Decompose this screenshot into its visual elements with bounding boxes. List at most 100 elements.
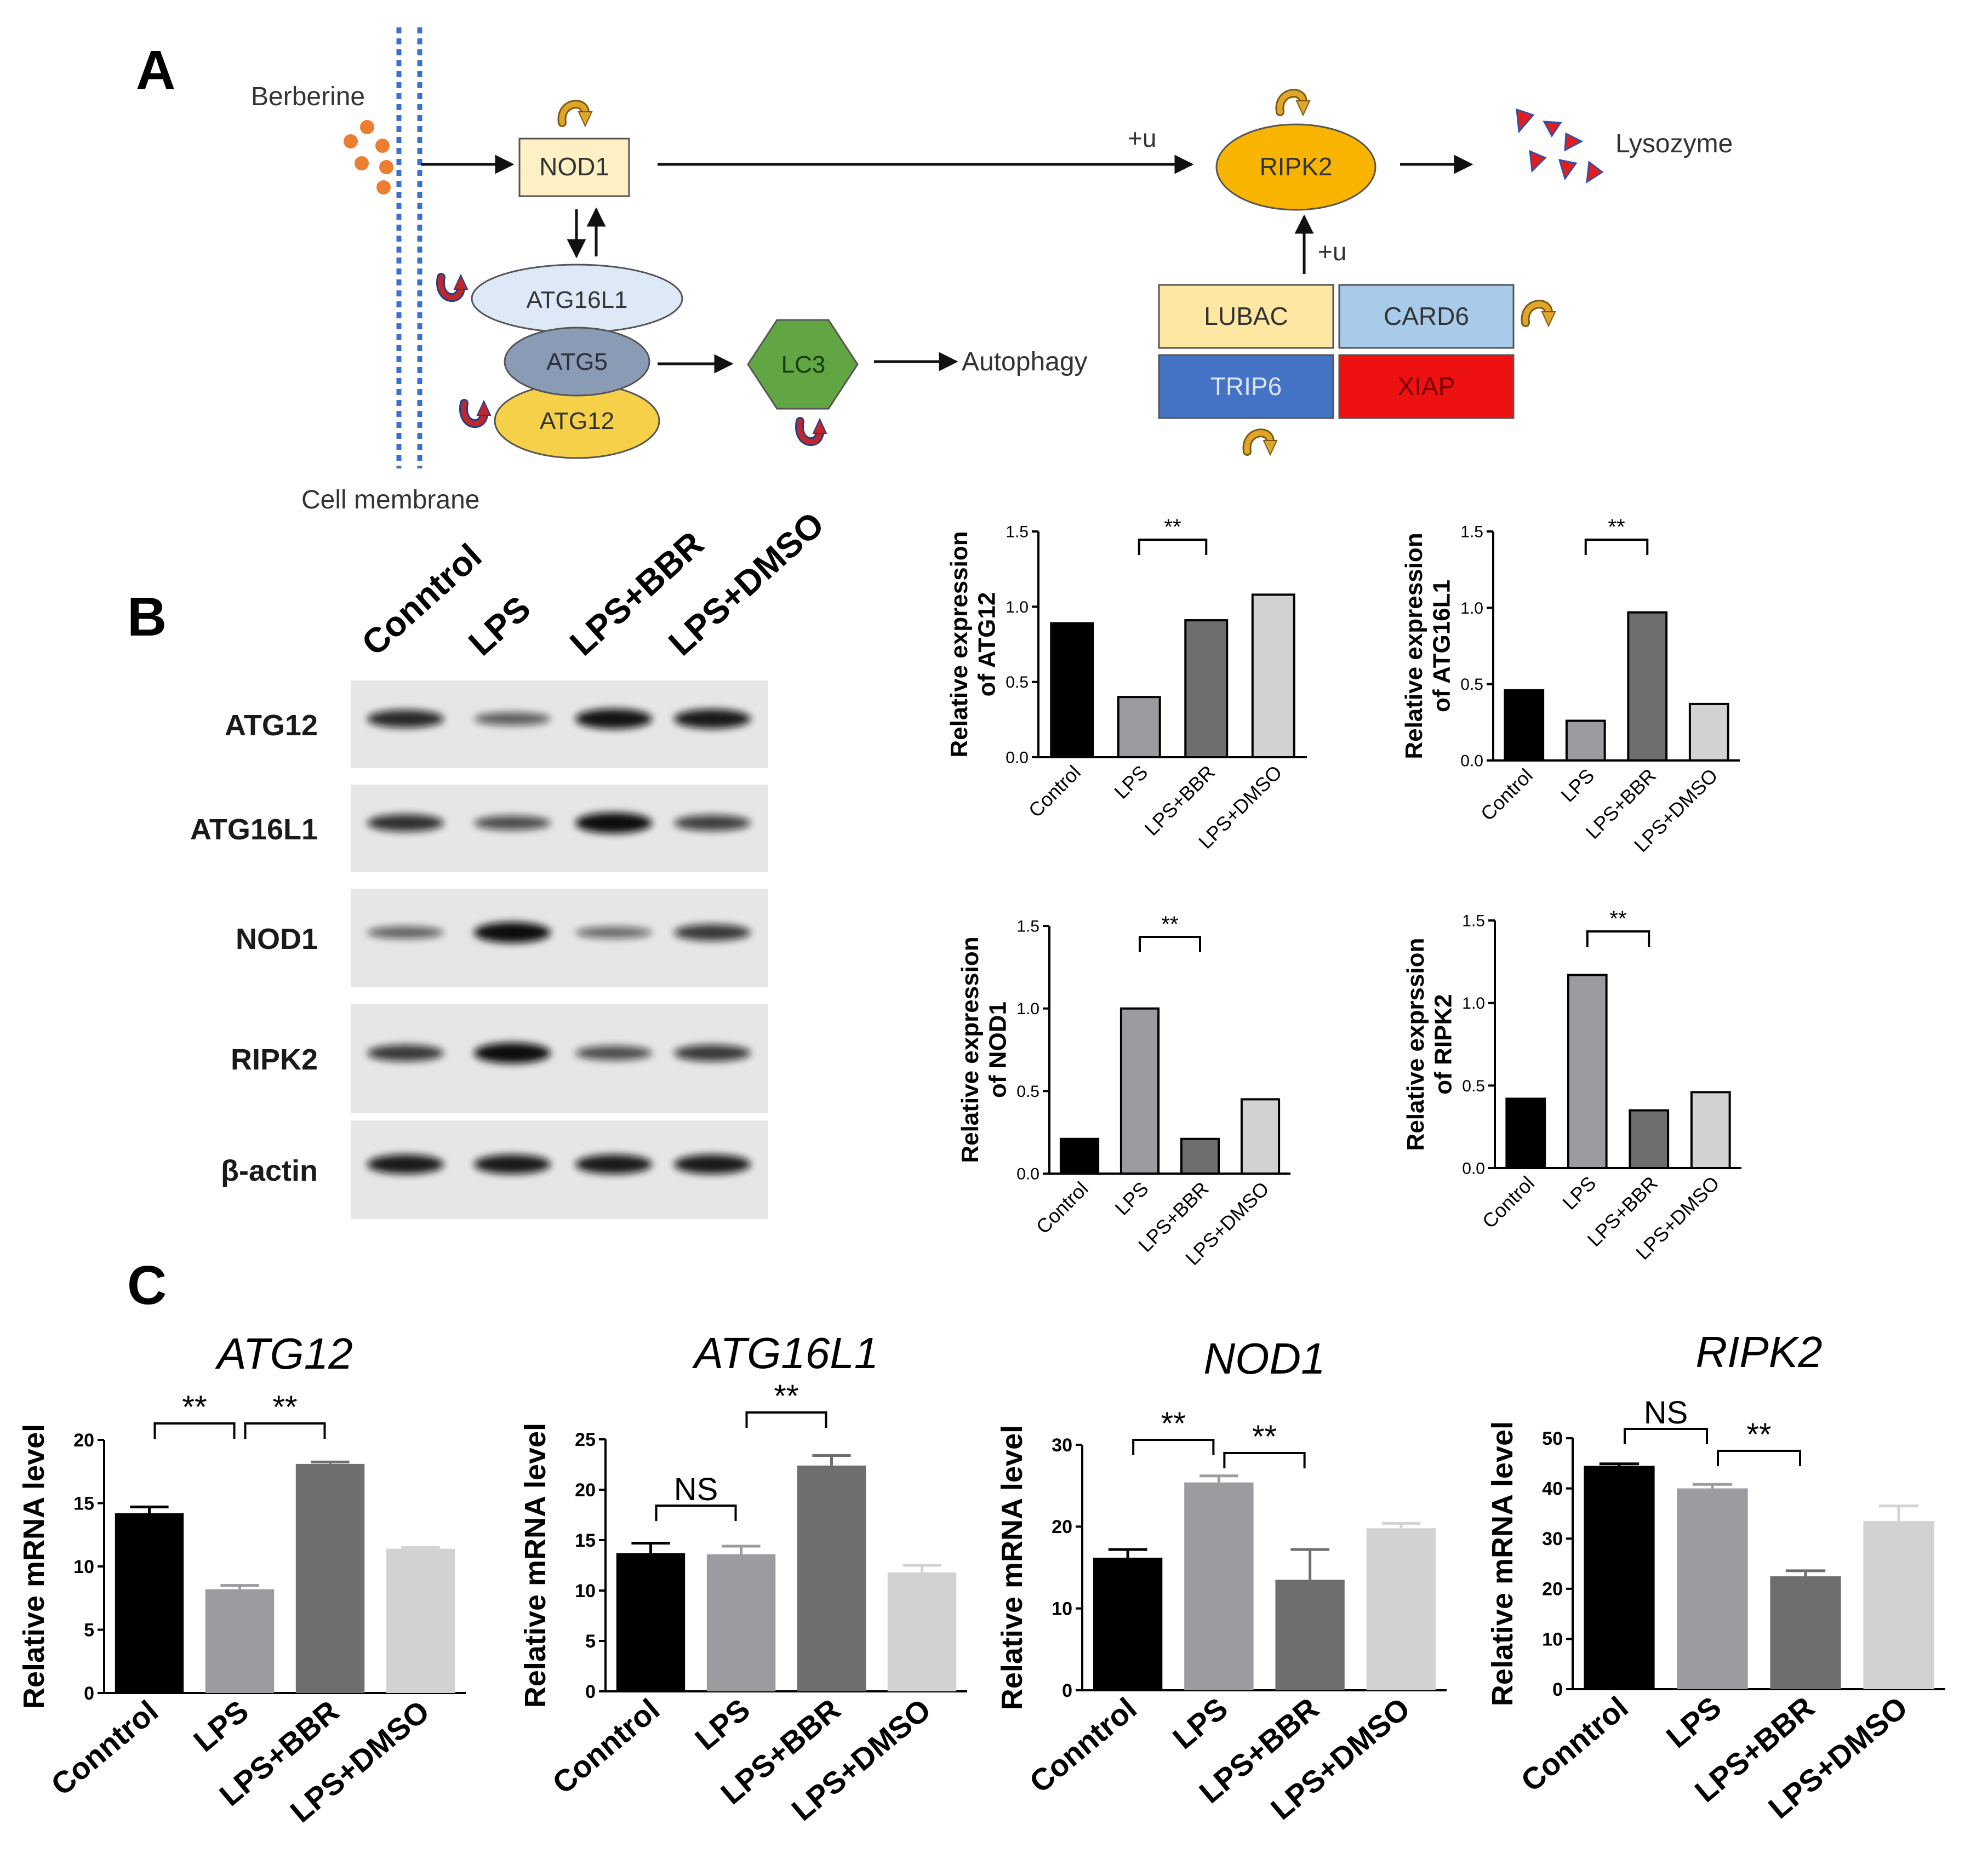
bar [1505,1097,1546,1169]
y-tick-label: 5 [585,1631,596,1652]
y-axis-label: Relative mRNA level [996,1425,1029,1710]
bar [1059,1137,1100,1175]
atg12-node-label: ATG12 [540,408,614,434]
blot-band [575,813,652,833]
y-tick-label: 0.0 [1016,1165,1039,1183]
blot-band [575,1154,652,1174]
bar [1863,1521,1934,1689]
bar [1629,1109,1670,1169]
bar [205,1589,275,1693]
y-tick-label: 30 [1542,1529,1563,1549]
y-tick-label: 0.5 [1462,1077,1485,1095]
chart-title: NOD1 [1203,1334,1325,1383]
category-label: Control [1024,761,1085,822]
significance-bracket [1139,936,1201,952]
y-tick-label: 20 [1052,1517,1072,1537]
lc3-down-icon [799,419,826,442]
blot-band [474,815,551,831]
card6-label: CARD6 [1384,302,1469,330]
significance-bracket [1624,1428,1708,1444]
lc3-node: LC3 [747,319,859,410]
bar [706,1554,776,1691]
bar [1119,1007,1160,1175]
y-axis-label: Relative mRNA level [519,1423,552,1708]
y-axis-label: Relative exprssion [1402,938,1429,1151]
lubac-box [1158,284,1334,349]
y-tick-label: 1.0 [1462,994,1485,1013]
category-label: LPS [1660,1690,1728,1754]
significance-label: ** [1609,907,1626,931]
blot-lane-label: Conntrol [354,536,489,664]
ripk2-up-icon [1280,93,1310,115]
xiap-box [1338,354,1515,419]
category-label: Conntrol [44,1694,164,1802]
category-label: Conntrol [1023,1691,1143,1799]
blot-row-label: β-actin [221,1154,318,1187]
ubiquitin-label-1: +u [1128,124,1156,152]
significance-bracket [1132,1439,1215,1455]
blot-band [367,926,444,939]
panel-label-a: A [136,39,175,101]
y-axis-label: of ATG16L1 [1429,580,1455,712]
atg12-node: ATG12 [494,382,660,459]
y-tick-label: 0 [1552,1679,1563,1700]
y-tick-label: 1.0 [1460,599,1483,617]
bar [1251,593,1295,758]
pathway-diagram: A Berberine Cell membrane NOD1 +u RIPK2 [136,27,1733,514]
bar [1504,689,1545,762]
blot-row-label: ATG16L1 [190,813,318,846]
blot-band [367,814,444,832]
ripk2-node: RIPK2 [1215,123,1376,211]
significance-bracket [1584,539,1649,555]
y-axis-label: Relative expression [1401,533,1427,759]
significance-label: NS [1644,1395,1688,1431]
significance-label: ** [1161,912,1178,936]
y-tick-label: 0 [84,1683,94,1704]
chart-title: ATG16L1 [692,1329,878,1377]
y-tick-label: 30 [1052,1435,1072,1456]
blot-band [367,710,444,728]
significance-label: ** [182,1389,207,1425]
card6-up-icon [1525,304,1555,326]
y-tick-label: 10 [575,1581,596,1602]
y-axis-label: of RIPK2 [1430,994,1457,1094]
y-tick-label: 20 [1542,1579,1563,1600]
chart-title: ATG12 [215,1329,353,1378]
trip6-up-icon [1247,433,1277,455]
category-label: LPS [1166,1691,1234,1755]
y-tick-label: 20 [73,1430,94,1451]
blot-lane-label: LPS [461,588,538,664]
y-tick-label: 0 [585,1681,596,1702]
blot-band [367,1044,444,1062]
blot-band [674,709,751,729]
category-label: LPS [187,1694,255,1758]
blot-band [674,924,751,941]
blot-band [674,815,751,831]
atg12-down-icon [464,401,490,424]
y-tick-label: 15 [575,1530,596,1551]
berberine-molecules-icon [344,120,393,195]
blot-band [575,926,652,939]
blot-band [674,1044,751,1062]
autophagy-label: Autophagy [962,347,1088,376]
y-tick-label: 50 [1542,1428,1563,1449]
category-label: LPS [1110,761,1152,803]
bar [295,1463,365,1693]
bar [616,1553,686,1691]
category-label: Control [1476,764,1537,825]
bar [1567,974,1608,1169]
significance-label: ** [1746,1417,1771,1452]
y-tick-label: 1.5 [1016,918,1039,936]
significance-label: ** [774,1379,798,1414]
y-axis-label: of ATG12 [974,592,1001,697]
y-tick-label: 0.0 [1462,1160,1485,1178]
y-tick-label: 1.5 [1460,523,1483,541]
